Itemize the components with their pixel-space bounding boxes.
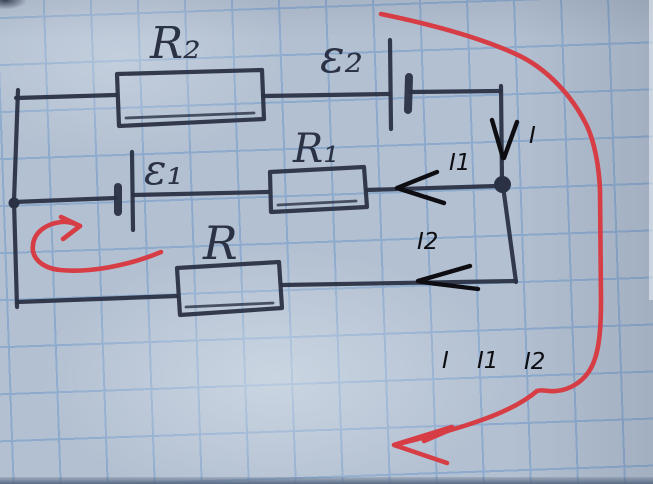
label-bottom-row-i1: I1 <box>477 348 498 374</box>
red-loop-arrowhead <box>391 424 455 466</box>
label-current-i1: I1 <box>449 150 470 176</box>
resistor-r-retrace <box>184 301 275 309</box>
resistor-r1-retrace <box>276 199 358 207</box>
label-emf-e2: ε₂ <box>320 29 363 83</box>
label-current-i: I <box>529 123 536 149</box>
arrow-current-i2-left <box>415 263 481 292</box>
wire-bottom-left <box>14 293 180 305</box>
resistor-r-box <box>174 259 285 318</box>
arrow-current-i-down <box>489 117 520 161</box>
red-hook-arrow <box>30 219 164 273</box>
paper-right-edge-highlight <box>649 0 653 300</box>
junction-node-right <box>494 176 511 193</box>
photo-corner-shadow <box>0 0 26 9</box>
label-resistor-r: R <box>202 216 238 270</box>
photo-bottom-edge <box>0 477 653 484</box>
resistor-r1-box <box>267 164 370 215</box>
battery-e2-short-plate <box>404 73 413 114</box>
wire-right-lower <box>500 183 519 285</box>
red-loop-arrowhead-retrace <box>421 426 455 444</box>
battery-e2-long-plate <box>387 37 394 132</box>
label-current-i2: I2 <box>417 229 438 255</box>
wire-bottom-right <box>279 278 519 288</box>
wire-middle-left <box>11 195 119 205</box>
label-bottom-row-i: I <box>442 348 449 374</box>
label-bottom-row-i2: I2 <box>524 349 545 375</box>
junction-node-left <box>8 197 20 209</box>
wire-middle-right <box>364 183 500 193</box>
wire-right-upper <box>498 83 505 185</box>
wire-middle-center <box>130 189 271 198</box>
wire-top-left <box>13 92 119 101</box>
wire-top-right <box>408 88 504 95</box>
label-emf-e1: ε₁ <box>144 145 183 194</box>
red-loop-traversal-curve <box>378 11 604 447</box>
battery-e1-long-plate <box>129 149 136 233</box>
label-resistor-r1: R₁ <box>292 126 339 172</box>
wire-top-middle <box>260 91 392 99</box>
resistor-r2-retrace <box>124 111 256 120</box>
resistor-r2-box <box>114 67 267 129</box>
label-resistor-r2: R₂ <box>149 18 201 69</box>
red-hook-arrowhead <box>58 214 83 242</box>
arrow-current-i1-left <box>394 169 447 206</box>
